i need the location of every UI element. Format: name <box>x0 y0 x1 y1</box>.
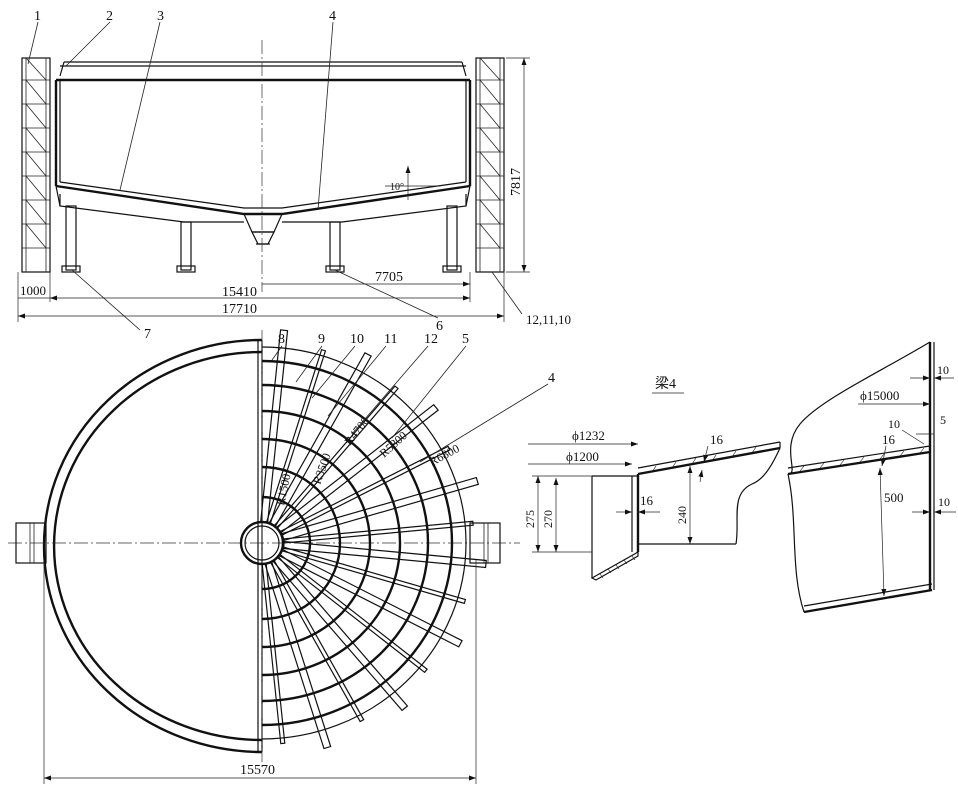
callout-2: 2 <box>106 9 113 24</box>
tank-legs <box>61 205 462 273</box>
radius-r1500: R1500 <box>273 472 293 506</box>
dim-phi1232: ϕ1232 <box>572 428 605 443</box>
callout-1: 1 <box>34 9 41 24</box>
radial-beam-main <box>278 548 463 648</box>
plan-callouts: 8 9 10 11 12 5 4 <box>271 332 555 463</box>
elevation-callouts: 1 2 3 4 7 6 12,11,10 <box>27 9 571 342</box>
dim-275: 275 <box>523 510 537 528</box>
radius-r3500: R3500 <box>310 451 334 486</box>
plan-view: R1500 R3500 R4700 R5800 R6800 8 9 10 11 … <box>8 329 555 784</box>
angle-label: 10° <box>390 182 404 193</box>
callout-8: 8 <box>278 332 285 347</box>
beam-4-detail: 梁4 <box>523 341 956 614</box>
plan-diameter-dimension: 15570 <box>43 560 477 784</box>
callout-6: 6 <box>436 319 443 334</box>
dim-240: 240 <box>675 506 689 524</box>
dim-500: 500 <box>884 490 904 505</box>
dim-7705: 7705 <box>375 270 403 285</box>
callout-11: 11 <box>384 332 397 347</box>
radius-labels: R1500 R3500 R4700 R5800 R6800 <box>273 414 461 507</box>
outer-wall-arc <box>42 338 263 754</box>
dim-10-top: 10 <box>937 363 949 377</box>
inner-wall-arc <box>52 350 263 742</box>
dim-10-bottom: 10 <box>938 495 950 509</box>
callout-12: 12 <box>424 332 438 347</box>
dim-5: 5 <box>940 413 946 427</box>
angle-mark: 10° <box>385 166 440 200</box>
callout-12-11-10: 12,11,10 <box>526 312 571 327</box>
dim-16-right: 16 <box>882 432 896 447</box>
radius-r4700: R4700 <box>341 414 372 448</box>
left-support-column <box>21 57 51 273</box>
plan-columns <box>15 522 501 564</box>
dim-1000: 1000 <box>20 283 46 298</box>
tank-body <box>54 61 472 245</box>
dim-phi1200: ϕ1200 <box>566 449 599 464</box>
dim-7817: 7817 <box>509 168 524 196</box>
callout-3: 3 <box>157 9 164 24</box>
dim-16-top: 16 <box>710 432 724 447</box>
dim-16-web: 16 <box>640 493 654 508</box>
callout-5: 5 <box>462 332 469 347</box>
callout-9: 9 <box>318 332 325 347</box>
detail-title: 梁4 <box>655 376 676 392</box>
central-hub <box>239 520 285 566</box>
dim-17710: 17710 <box>222 302 257 317</box>
ring-beam <box>261 437 372 649</box>
right-support-column <box>475 57 505 273</box>
callout-4-plan: 4 <box>548 371 555 386</box>
dim-270: 270 <box>541 510 555 528</box>
dim-10-mid: 10 <box>888 417 900 431</box>
elevation-view: 10° 7817 1000 15410 17710 7705 <box>17 9 571 342</box>
callout-7: 7 <box>144 327 151 342</box>
dim-15570: 15570 <box>240 763 275 778</box>
callout-4: 4 <box>329 9 336 24</box>
elevation-dimensions: 1000 15410 17710 7705 <box>17 270 505 322</box>
dim-phi15000: ϕ15000 <box>860 388 899 403</box>
height-dimension: 7817 <box>506 57 530 273</box>
dim-15410: 15410 <box>222 285 257 300</box>
callout-10: 10 <box>350 332 364 347</box>
radial-beam-main <box>282 540 487 569</box>
